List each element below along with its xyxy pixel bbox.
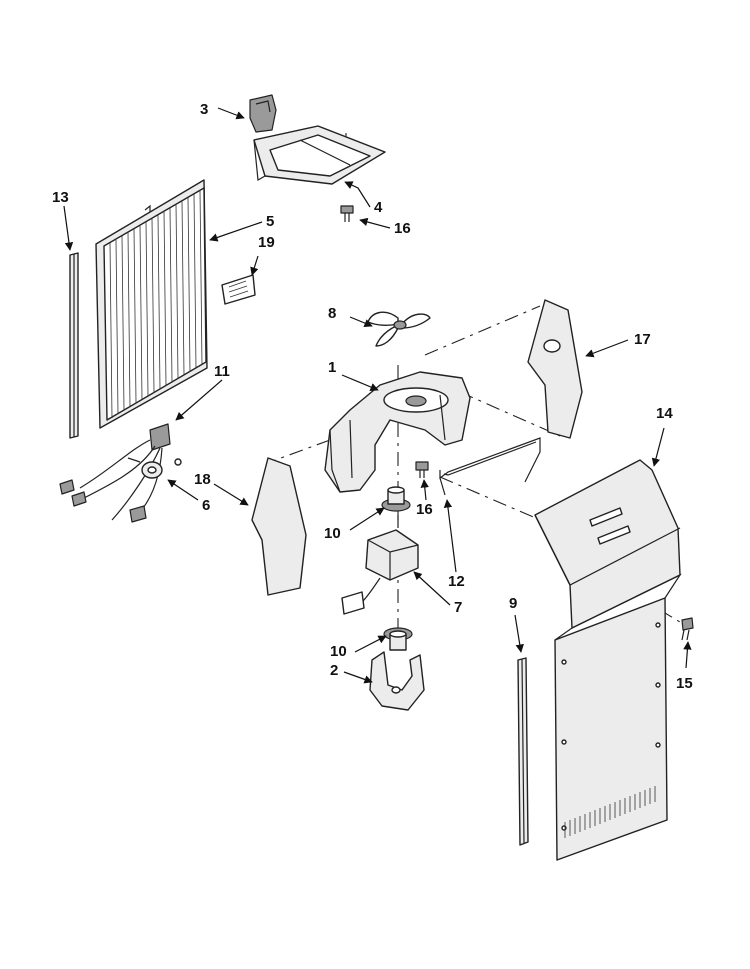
callout-18: 18 bbox=[194, 471, 211, 488]
part-11-harness bbox=[59, 423, 171, 523]
callout-15: 15 bbox=[676, 675, 693, 692]
callout-19: 19 bbox=[258, 234, 275, 251]
part-9-gasket bbox=[517, 657, 529, 846]
part-6-grommet bbox=[127, 457, 182, 479]
part-17-plate bbox=[527, 299, 583, 439]
callout-16-upper: 16 bbox=[394, 220, 411, 237]
part-7-motor bbox=[341, 515, 419, 615]
part-18-plate bbox=[251, 457, 307, 596]
part-16-screw-upper bbox=[340, 205, 354, 222]
callout-2: 2 bbox=[330, 662, 338, 679]
callout-3: 3 bbox=[200, 101, 208, 118]
callout-10-lower: 10 bbox=[330, 643, 347, 660]
part-13-gasket bbox=[69, 252, 79, 439]
part-10-mount-upper bbox=[381, 486, 411, 512]
leader-lines bbox=[63, 107, 692, 684]
callout-labels: 3 4 16 5 19 13 11 6 18 8 1 16 10 7 12 10… bbox=[52, 101, 693, 692]
part-15-screw bbox=[681, 617, 694, 641]
part-14-lower-panel bbox=[554, 573, 682, 861]
callout-14: 14 bbox=[656, 405, 673, 422]
callout-17: 17 bbox=[634, 331, 651, 348]
callout-12: 12 bbox=[448, 573, 465, 590]
part-1-housing bbox=[324, 371, 471, 493]
callout-16-mid: 16 bbox=[416, 501, 433, 518]
callout-4: 4 bbox=[374, 199, 383, 216]
part-16-screw-mid bbox=[415, 461, 429, 478]
callout-13: 13 bbox=[52, 189, 69, 206]
callout-1: 1 bbox=[328, 359, 336, 376]
part-8-fan-blade bbox=[367, 311, 431, 347]
part-10-mount-lower bbox=[383, 627, 413, 651]
callout-9: 9 bbox=[509, 595, 517, 612]
part-5-panel bbox=[95, 179, 208, 429]
callout-10-upper: 10 bbox=[324, 525, 341, 542]
part-2-bracket bbox=[369, 651, 425, 711]
part-14-cover bbox=[534, 459, 681, 629]
callout-6: 6 bbox=[202, 497, 210, 514]
part-19-label bbox=[221, 274, 256, 305]
part-3-bracket bbox=[249, 94, 277, 133]
callout-7: 7 bbox=[454, 599, 462, 616]
callout-5: 5 bbox=[266, 213, 274, 230]
part-12-wire-bracket bbox=[439, 437, 541, 496]
part-4-tray bbox=[253, 125, 386, 185]
callout-8: 8 bbox=[328, 305, 336, 322]
callout-11: 11 bbox=[214, 363, 230, 380]
